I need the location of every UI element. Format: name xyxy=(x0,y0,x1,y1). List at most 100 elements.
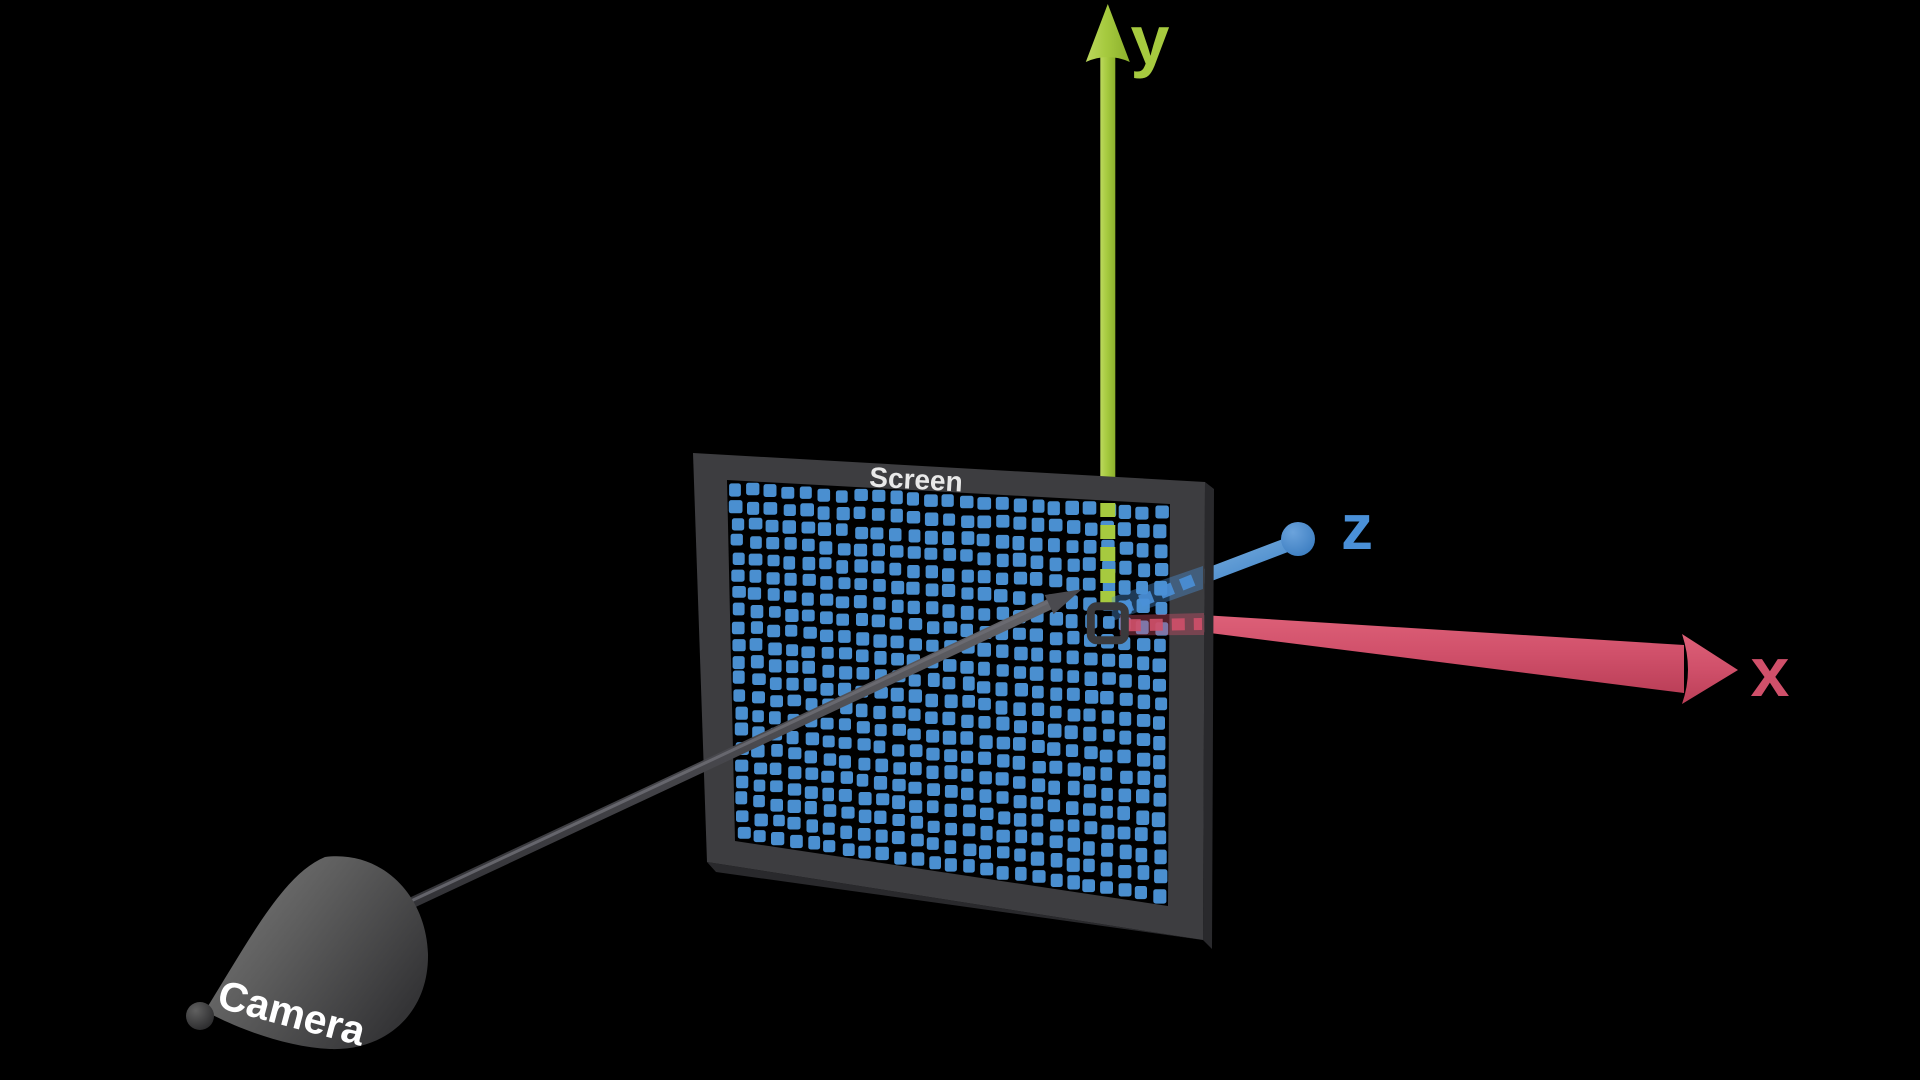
pixel xyxy=(926,800,939,814)
pixel xyxy=(1032,685,1044,699)
pixel xyxy=(962,695,975,708)
pixel xyxy=(1085,522,1098,536)
pixel xyxy=(926,601,939,615)
pixel xyxy=(1014,646,1028,661)
pixel xyxy=(752,673,766,685)
pixel xyxy=(1014,683,1028,697)
pixel xyxy=(1083,540,1097,554)
pixel xyxy=(769,711,781,725)
pixel xyxy=(752,691,765,704)
pixel xyxy=(980,807,994,820)
pixel xyxy=(728,500,743,514)
pixel xyxy=(838,718,851,731)
pixel xyxy=(805,732,820,746)
pixel xyxy=(979,789,992,803)
pixel xyxy=(1099,749,1113,763)
pixel xyxy=(1031,813,1044,827)
pixel xyxy=(875,829,888,843)
pixel xyxy=(1119,541,1134,555)
pixel xyxy=(908,529,921,543)
pixel xyxy=(909,744,923,758)
pixel xyxy=(942,711,956,726)
pixel xyxy=(978,716,991,729)
pixel xyxy=(799,486,812,499)
pixel xyxy=(730,533,743,546)
pixel xyxy=(838,789,852,802)
pixel xyxy=(996,553,1009,568)
pixel xyxy=(854,559,868,573)
pixel xyxy=(998,811,1011,825)
pixel xyxy=(854,488,868,501)
pixel xyxy=(1050,853,1063,868)
pixel xyxy=(925,565,938,579)
pixel xyxy=(873,597,886,610)
pixel xyxy=(821,770,835,783)
pixel xyxy=(1103,729,1115,742)
pixel xyxy=(787,816,801,830)
pixel xyxy=(767,588,780,601)
pixel xyxy=(1117,806,1130,821)
highlighted-pixel-ring xyxy=(1086,602,1129,645)
pixel xyxy=(770,798,783,812)
pixel xyxy=(907,600,920,615)
pixel xyxy=(838,630,851,643)
pixel xyxy=(1047,799,1061,813)
pixel xyxy=(752,710,764,723)
pixel xyxy=(873,579,886,592)
pixel xyxy=(942,730,957,745)
pixel xyxy=(980,825,993,841)
pixel xyxy=(1083,858,1095,873)
pixel xyxy=(1032,778,1046,793)
pixel xyxy=(802,573,816,586)
pixel xyxy=(768,642,782,656)
y-axis-label: y xyxy=(1131,1,1170,79)
pixel xyxy=(1032,721,1044,735)
pixel xyxy=(1118,654,1133,669)
pixel xyxy=(873,634,887,648)
pixel xyxy=(996,644,1009,658)
pixel xyxy=(977,570,991,584)
pixel xyxy=(1012,755,1026,770)
pixel xyxy=(768,659,782,673)
pixel xyxy=(784,590,797,603)
pixel xyxy=(889,617,903,630)
pixel xyxy=(748,553,763,566)
pixel xyxy=(835,490,848,503)
pixel xyxy=(979,735,993,749)
pixel xyxy=(1153,716,1165,730)
pixel xyxy=(1013,737,1026,751)
pixel xyxy=(1136,789,1150,804)
pixel xyxy=(941,584,956,597)
pixel xyxy=(1100,862,1113,877)
pixel xyxy=(977,515,992,529)
pixel xyxy=(735,706,748,720)
pixel xyxy=(911,833,924,847)
pixel xyxy=(1101,787,1113,801)
screen-label: Screen xyxy=(869,461,964,497)
pixel xyxy=(892,814,905,826)
pixel xyxy=(1013,666,1027,679)
pixel xyxy=(911,852,925,866)
pixel xyxy=(891,831,905,845)
pixel xyxy=(961,787,974,801)
pixel xyxy=(1119,560,1132,575)
pixel xyxy=(1083,708,1096,722)
pixel xyxy=(1029,666,1044,681)
pixel xyxy=(1154,869,1168,884)
pixel xyxy=(1134,886,1147,900)
pixel xyxy=(1067,630,1080,645)
pixel xyxy=(820,717,834,730)
pixel xyxy=(765,519,779,533)
pixel xyxy=(822,735,835,748)
pixel xyxy=(857,828,871,841)
pixel xyxy=(927,820,940,833)
pixel xyxy=(995,682,1008,697)
pixel xyxy=(871,508,885,521)
pixel xyxy=(731,518,745,531)
pixel xyxy=(997,846,1010,859)
pixel xyxy=(1101,842,1114,857)
pixel xyxy=(767,624,781,638)
pixel xyxy=(942,604,955,618)
pixel xyxy=(856,773,869,787)
pixel xyxy=(906,511,921,524)
